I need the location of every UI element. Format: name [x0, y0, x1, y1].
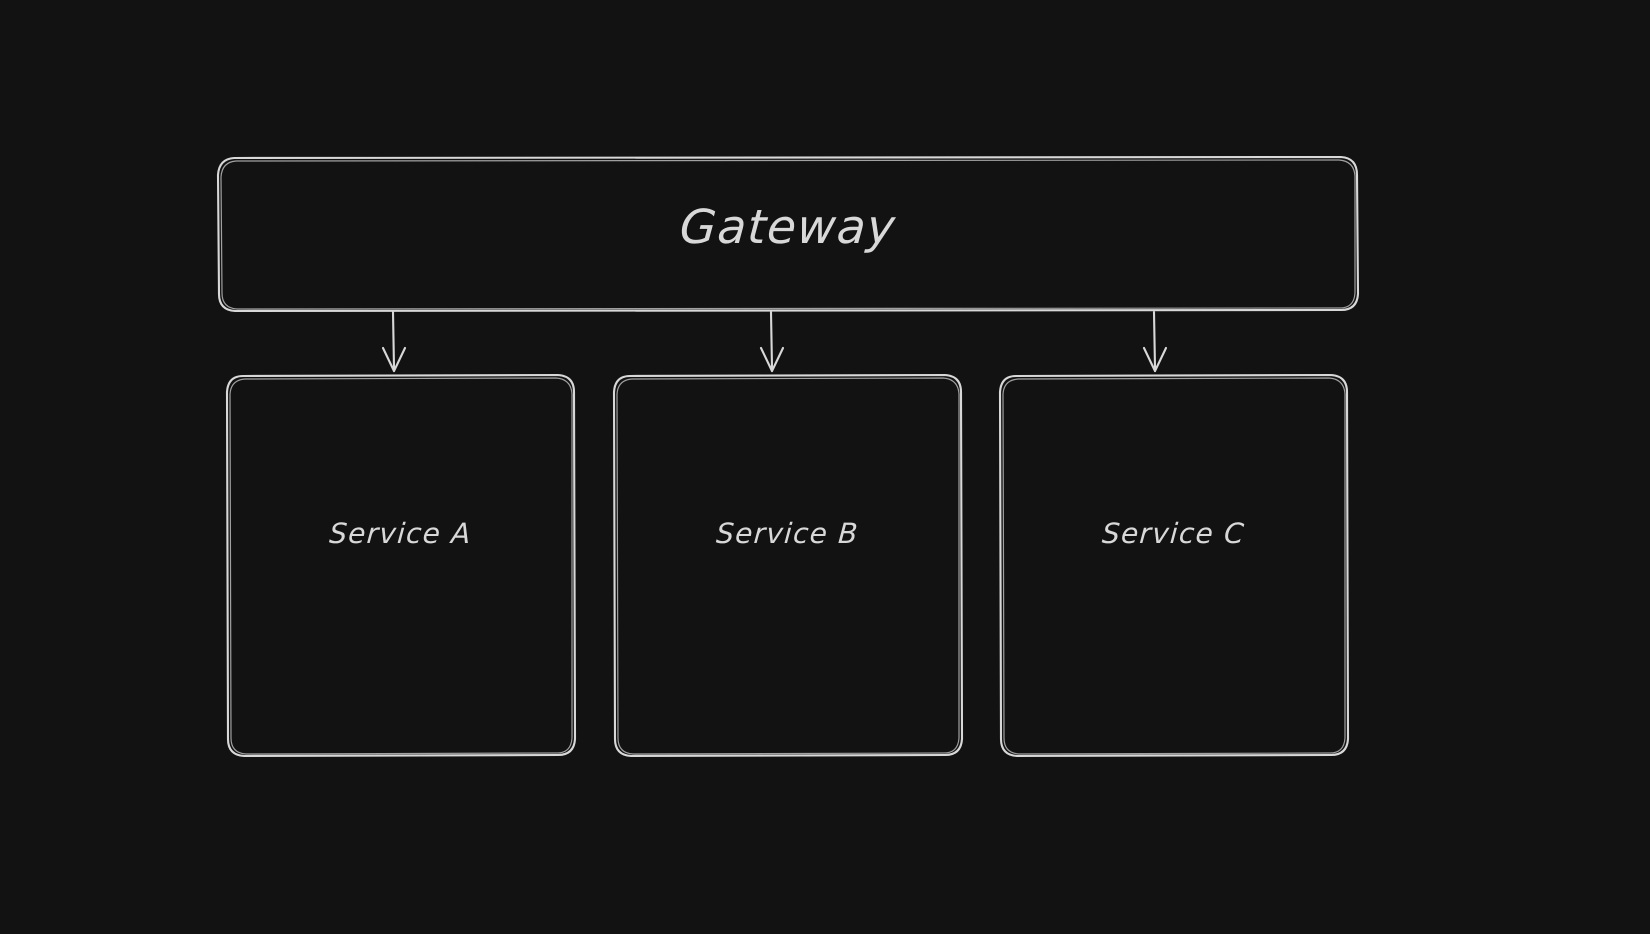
service-c-node-label: Service C: [1101, 517, 1247, 550]
service-b-node-shape[interactable]: [612, 373, 964, 758]
service-a-node-label: Service A: [328, 517, 473, 550]
gateway-node-label: Gateway: [678, 200, 898, 255]
arrow-gateway-to-service-a[interactable]: [381, 310, 407, 373]
arrow-gateway-to-service-b[interactable]: [759, 310, 785, 373]
service-c-node-shape[interactable]: [998, 373, 1350, 758]
service-b-node-label: Service B: [715, 517, 860, 550]
gateway-node-shape[interactable]: [216, 155, 1360, 313]
arrow-gateway-to-service-c[interactable]: [1142, 310, 1168, 373]
service-a-node-shape[interactable]: [225, 373, 577, 758]
